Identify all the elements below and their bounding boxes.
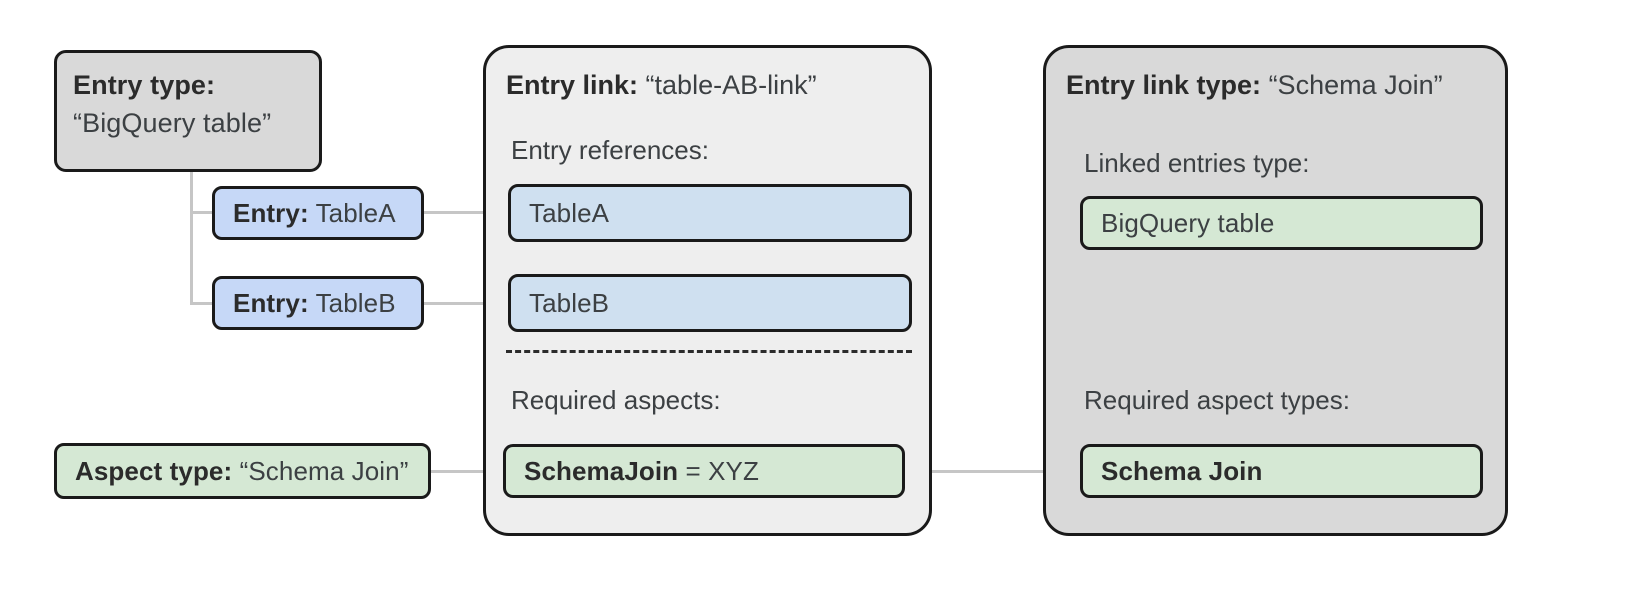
required-aspect-schemajoin[interactable]: SchemaJoin = XYZ [503, 444, 905, 498]
required-aspects-label: Required aspects: [511, 385, 721, 415]
entry-link-panel-title-label: Entry link: [506, 70, 639, 100]
entry-link-type-panel-title-label: Entry link type: [1066, 70, 1262, 100]
entry-node-tableb-value: TableB [315, 287, 396, 318]
connector-entrytype-to-entry-b [190, 302, 218, 305]
connector-aspect-value-to-required-type [899, 470, 1089, 473]
linked-entries-type-value-box[interactable]: BigQuery table [1080, 196, 1483, 250]
entry-node-tableb-label: Entry: [233, 287, 309, 318]
aspect-type-label: Aspect type: [75, 455, 233, 486]
connector-entrytype-to-entry-a [190, 211, 218, 214]
required-aspect-schemajoin-name: SchemaJoin [524, 455, 679, 486]
entry-node-tablea-label: Entry: [233, 197, 309, 228]
entry-link-type-panel-title: Entry link type: “Schema Join” [1066, 70, 1443, 101]
entry-reference-tablea-value: TableA [529, 197, 610, 228]
entry-type-node[interactable]: Entry type: “BigQuery table” [54, 50, 322, 172]
connector-entrytype-trunk [190, 170, 193, 305]
connector-entry-a-to-ref-a [420, 211, 516, 214]
entry-type-label: Entry type: [73, 70, 216, 100]
entry-type-value: “BigQuery table” [73, 107, 272, 138]
entry-reference-tablea[interactable]: TableA [508, 184, 912, 242]
entry-reference-tableb[interactable]: TableB [508, 274, 912, 332]
aspect-type-value: “Schema Join” [239, 455, 409, 486]
entry-link-panel-title: Entry link: “table-AB-link” [506, 70, 817, 101]
panel-divider [506, 350, 912, 353]
linked-entries-type-value: BigQuery table [1101, 207, 1275, 238]
entry-references-label: Entry references: [511, 135, 709, 165]
required-aspect-schemajoin-assignment: = XYZ [685, 455, 759, 486]
entry-node-tableb[interactable]: Entry: TableB [212, 276, 424, 330]
entry-link-type-panel-title-value: “Schema Join” [1268, 70, 1443, 100]
entry-node-tablea[interactable]: Entry: TableA [212, 186, 424, 240]
aspect-type-node[interactable]: Aspect type: “Schema Join” [54, 443, 431, 499]
linked-entries-type-label: Linked entries type: [1084, 148, 1310, 178]
entry-node-tablea-value: TableA [315, 197, 396, 228]
required-aspect-types-label: Required aspect types: [1084, 385, 1350, 415]
connector-aspecttype-to-aspect-value [427, 470, 511, 473]
entry-reference-tableb-value: TableB [529, 287, 610, 318]
required-aspect-type-schema-join-value: Schema Join [1101, 455, 1263, 486]
required-aspect-type-schema-join[interactable]: Schema Join [1080, 444, 1483, 498]
connector-entry-b-to-ref-b [420, 302, 516, 305]
entry-link-panel-title-value: “table-AB-link” [645, 70, 817, 100]
